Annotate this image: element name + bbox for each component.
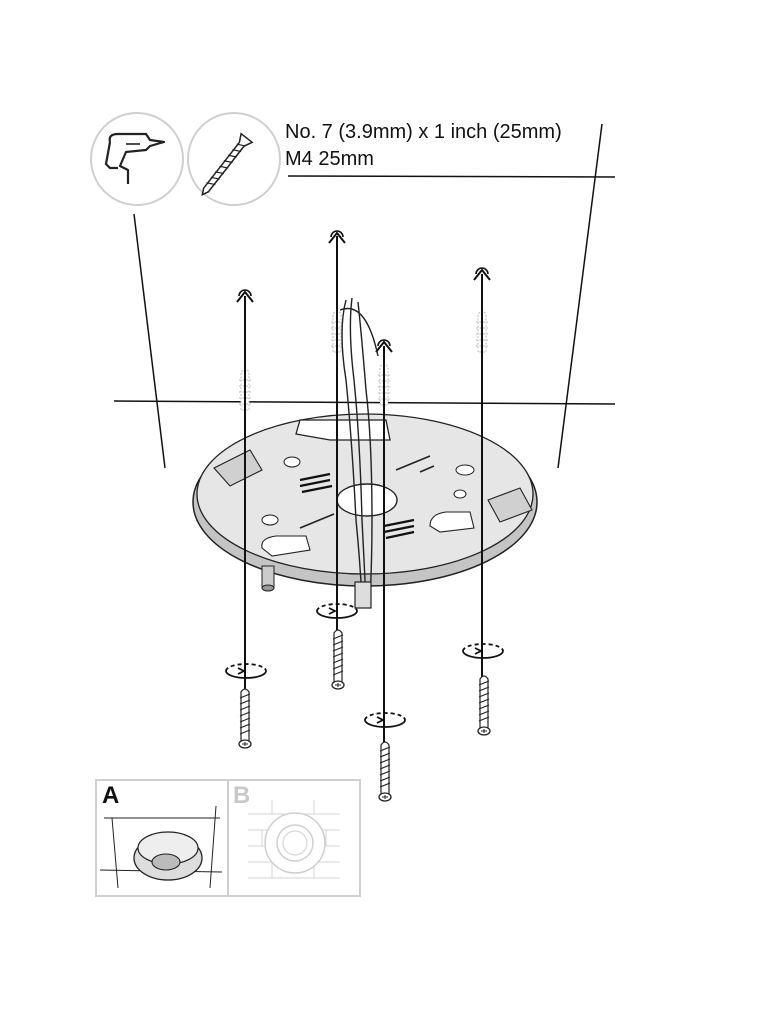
screw-icon bbox=[187, 112, 281, 206]
camera-cable bbox=[339, 297, 379, 609]
option-b-label: B bbox=[233, 782, 251, 809]
drill-icon bbox=[90, 112, 184, 206]
option-a-label: A bbox=[102, 782, 120, 809]
mounting-plate bbox=[192, 413, 538, 592]
mounting-option-a bbox=[95, 779, 229, 897]
screws bbox=[238, 629, 491, 802]
wall-anchor-icon bbox=[236, 230, 491, 411]
mounting-option-b bbox=[227, 779, 361, 897]
rotate-arrow-icon bbox=[225, 603, 504, 728]
screw-spec-metric: M4 25mm bbox=[285, 148, 374, 170]
screw-spec-imperial: No. 7 (3.9mm) x 1 inch (25mm) bbox=[285, 121, 562, 143]
